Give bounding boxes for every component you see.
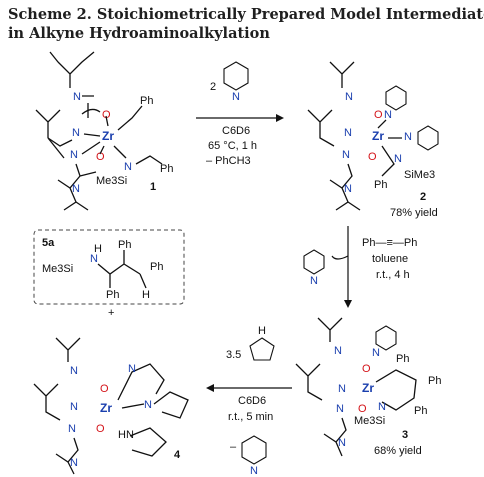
compound-2-n-si: N [394, 153, 402, 165]
compound-3-n-low: N [336, 403, 344, 415]
compound-5a-ph-2: Ph [150, 261, 163, 273]
step1-byproduct: – PhCH3 [206, 155, 251, 167]
plus-sign: + [108, 307, 114, 319]
compound-3-me3si: Me3Si [354, 415, 385, 427]
step1-equiv: 2 [210, 81, 216, 93]
compound-2-label: 2 [420, 191, 426, 203]
step2-conditions: N Ph—≡—Ph toluene r.t., 4 h [303, 226, 417, 308]
step2-reagent: Ph—≡—Ph [362, 237, 417, 249]
compound-3-zr: Zr [362, 381, 374, 395]
pyrrolidine-icon [249, 337, 275, 361]
compound-4-pyrr-n-2: N [144, 399, 152, 411]
compound-2-n-mid: N [344, 127, 352, 139]
compound-2-ph: Ph [374, 179, 387, 191]
compound-1-label: 1 [150, 181, 156, 193]
pyridine-icon-out-2 [241, 435, 267, 465]
compound-2-n-low: N [342, 149, 350, 161]
pyridine-icon-out [303, 249, 325, 275]
step2-solvent: toluene [372, 253, 408, 265]
step3-arrowhead [206, 384, 214, 392]
compound-5a-label: 5a [42, 237, 55, 249]
compound-1-n-carb: N [72, 183, 80, 195]
compound-4-n-mid: N [70, 401, 78, 413]
compound-4-o-bottom: O [96, 423, 105, 435]
compound-1-ph-2: Ph [160, 163, 173, 175]
step2-conditions-text: r.t., 4 h [376, 269, 410, 281]
compound-3-structure: N N N O O Zr N Ph Ph N Ph Me3Si N 3 68% … [295, 317, 441, 457]
step3-solvent: C6D6 [238, 395, 266, 407]
compound-2-o-bottom: O [368, 151, 377, 163]
compound-3-py-n: N [372, 347, 380, 359]
step3-conditions: 3.5 H C6D6 r.t., 5 min – N [206, 325, 292, 477]
compound-3-o-top: O [362, 363, 371, 375]
compound-1-o-bottom: O [96, 151, 105, 163]
step3-pyrrolidine-hn: H [258, 325, 266, 337]
step2-arrowhead [344, 300, 352, 308]
compound-4-o-top: O [100, 383, 109, 395]
compound-2-n-carb: N [344, 183, 352, 195]
compound-3-yield: 68% yield [374, 445, 422, 457]
compound-2-py-n-2: N [404, 131, 412, 143]
compound-4-structure: N N N O O Zr N N HN N 4 [33, 337, 189, 475]
compound-5a-box: 5a Me3Si N H Ph Ph Ph H [33, 229, 185, 305]
compound-1-n-top: N [73, 91, 81, 103]
compound-3-label: 3 [402, 429, 408, 441]
compound-1-o-top: O [102, 109, 111, 121]
compound-5a-ph-1: Ph [118, 239, 131, 251]
compound-1-ph-1: Ph [140, 95, 153, 107]
step3-conditions-text: r.t., 5 min [228, 411, 273, 423]
compound-3-n-mid: N [338, 383, 346, 395]
compound-2-yield: 78% yield [390, 207, 438, 219]
compound-3-n-carb: N [338, 437, 346, 449]
compound-4-n-carb: N [70, 457, 78, 469]
compound-1-n-si: N [124, 161, 132, 173]
compound-2-n-top: N [345, 91, 353, 103]
compound-1-n-mid: N [72, 127, 80, 139]
compound-3-o-bottom: O [358, 403, 367, 415]
compound-5a-h-2: H [142, 289, 150, 301]
compound-3-n-top: N [334, 345, 342, 357]
compound-2-sime3: SiMe3 [404, 169, 435, 181]
scheme-title-line2: in Alkyne Hydroaminoalkylation [8, 25, 270, 42]
compound-4-n-top: N [70, 365, 78, 377]
compound-4-zr: Zr [100, 401, 112, 415]
step1-arrowhead [276, 114, 284, 122]
pyridine-icon [223, 61, 249, 91]
step2-pyridine-n: N [310, 275, 318, 287]
step1-conditions: 2 N C6D6 65 °C, 1 h – PhCH3 [196, 61, 284, 167]
compound-5a-h: H [94, 243, 102, 255]
compound-3-ph-3: Ph [414, 405, 427, 417]
scheme-title-line1: Scheme 2. Stoichiometrically Prepared Mo… [8, 6, 484, 23]
compound-3-ph-2: Ph [428, 375, 441, 387]
compound-2-zr: Zr [372, 129, 384, 143]
step3-pyridine-n: N [250, 465, 258, 477]
compound-5a-n: N [90, 253, 98, 265]
compound-2-o-top: O [374, 109, 383, 121]
compound-2-structure: N N N O O Zr N N N SiMe3 Ph N 2 78% yiel… [307, 61, 439, 219]
step1-solvent: C6D6 [222, 125, 250, 137]
compound-4-hn: HN [118, 429, 134, 441]
compound-4-n-low: N [68, 423, 76, 435]
compound-4-pyrr-n-1: N [128, 363, 136, 375]
compound-5a-frame [33, 229, 185, 305]
compound-2-py-n-1: N [384, 109, 392, 121]
step3-minus: – [230, 441, 237, 453]
compound-5a-me3si: Me3Si [42, 263, 73, 275]
step1-temp: 65 °C, 1 h [208, 140, 257, 152]
compound-3-ph-1: Ph [396, 353, 409, 365]
compound-1-n-low: N [70, 149, 78, 161]
compound-1-structure: N N N O O Zr Ph N N Ph Me3Si 1 [35, 51, 173, 211]
pyridine-n: N [232, 91, 240, 103]
compound-1-zr: Zr [102, 129, 114, 143]
compound-5a-ph-3: Ph [106, 289, 119, 301]
compound-4-label: 4 [174, 449, 181, 461]
step3-equiv: 3.5 [226, 349, 241, 361]
compound-1-me3si: Me3Si [96, 175, 127, 187]
compound-3-n-si: N [378, 401, 386, 413]
